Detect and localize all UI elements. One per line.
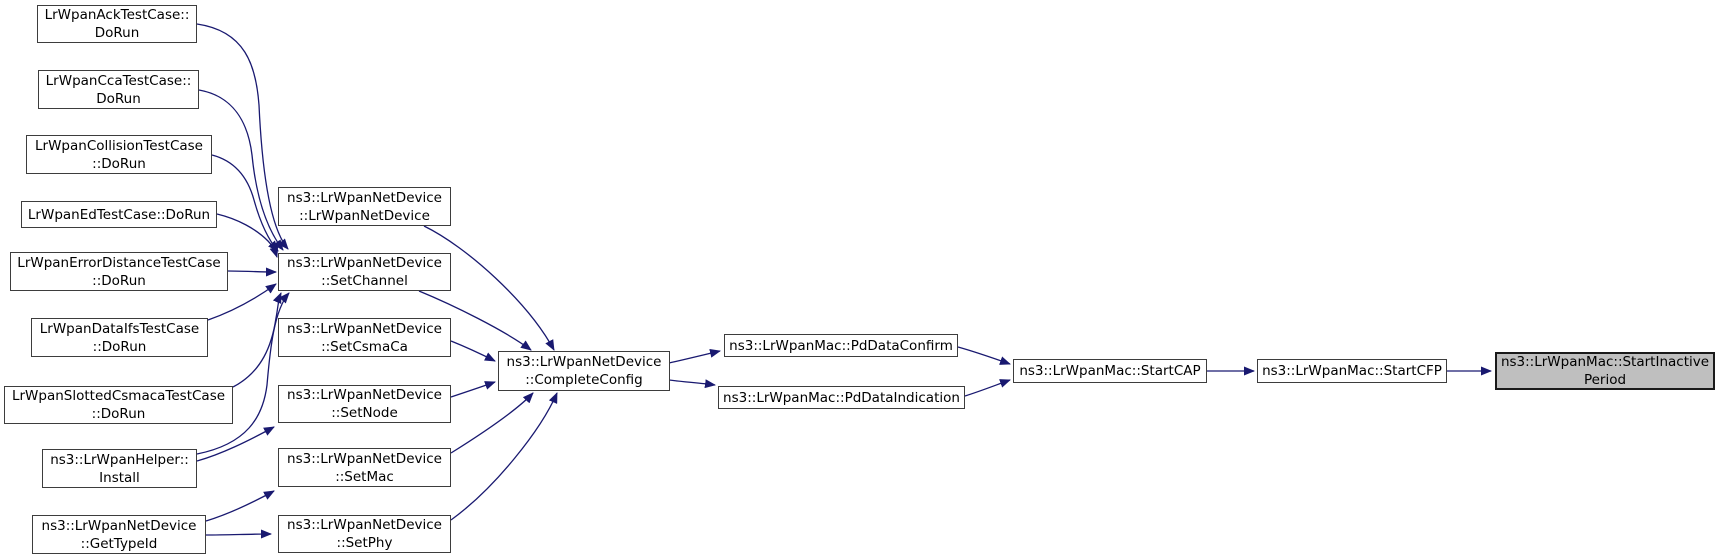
node-gettypeid[interactable]: ns3::LrWpanNetDevice ::GetTypeId (32, 515, 206, 554)
node-completeconfig[interactable]: ns3::LrWpanNetDevice ::CompleteConfig (498, 351, 670, 391)
node-setmac[interactable]: ns3::LrWpanNetDevice ::SetMac (278, 448, 451, 487)
edge-pddataindication-startcap (964, 379, 1011, 397)
node-cca[interactable]: LrWpanCcaTestCase:: DoRun (38, 70, 199, 109)
edge-setphy-completeconfig (450, 392, 558, 521)
node-setchannel[interactable]: ns3::LrWpanNetDevice ::SetChannel (278, 253, 451, 291)
edge-setmac-completeconfig (450, 392, 534, 454)
node-startinactive: ns3::LrWpanMac::StartInactive Period (1495, 352, 1715, 390)
edge-completeconfig-pddataconfirm (668, 348, 721, 364)
edge-install-setnode (196, 426, 275, 462)
node-pddataconfirm[interactable]: ns3::LrWpanMac::PdDataConfirm (724, 334, 958, 357)
edge-gettypeid-setphy (205, 529, 272, 539)
edge-setnode-completeconfig (450, 381, 496, 398)
node-setcsmaca[interactable]: ns3::LrWpanNetDevice ::SetCsmaCa (278, 318, 451, 357)
node-startcap[interactable]: ns3::LrWpanMac::StartCAP (1013, 359, 1207, 383)
node-setphy[interactable]: ns3::LrWpanNetDevice ::SetPhy (278, 515, 451, 553)
node-ack[interactable]: LrWpanAckTestCase:: DoRun (37, 5, 197, 43)
node-pddataindication[interactable]: ns3::LrWpanMac::PdDataIndication (718, 386, 965, 409)
node-setnode[interactable]: ns3::LrWpanNetDevice ::SetNode (278, 385, 451, 423)
edge-completeconfig-pddataindication (668, 379, 716, 389)
node-slotted[interactable]: LrWpanSlottedCsmacaTestCase ::DoRun (4, 386, 233, 424)
node-ed[interactable]: LrWpanEdTestCase::DoRun (21, 201, 217, 228)
edge-pddataconfirm-startcap (957, 346, 1011, 365)
edge-gettypeid-setmac (205, 490, 275, 522)
edge-install-setchannel (196, 292, 290, 455)
edge-collision-setchannel (211, 154, 279, 252)
edge-setcsmaca-completeconfig (450, 340, 496, 362)
edge-slotted-setchannel (232, 292, 282, 388)
node-errdist[interactable]: LrWpanErrorDistanceTestCase ::DoRun (10, 252, 228, 291)
node-ctor[interactable]: ns3::LrWpanNetDevice ::LrWpanNetDevice (278, 187, 451, 226)
edge-ed-setchannel (216, 213, 279, 258)
edge-errdist-setchannel (227, 267, 277, 277)
node-install[interactable]: ns3::LrWpanHelper:: Install (42, 449, 197, 488)
node-collision[interactable]: LrWpanCollisionTestCase ::DoRun (26, 135, 212, 174)
node-startcfp[interactable]: ns3::LrWpanMac::StartCFP (1257, 359, 1447, 383)
node-dataifs[interactable]: LrWpanDataIfsTestCase ::DoRun (31, 318, 208, 357)
